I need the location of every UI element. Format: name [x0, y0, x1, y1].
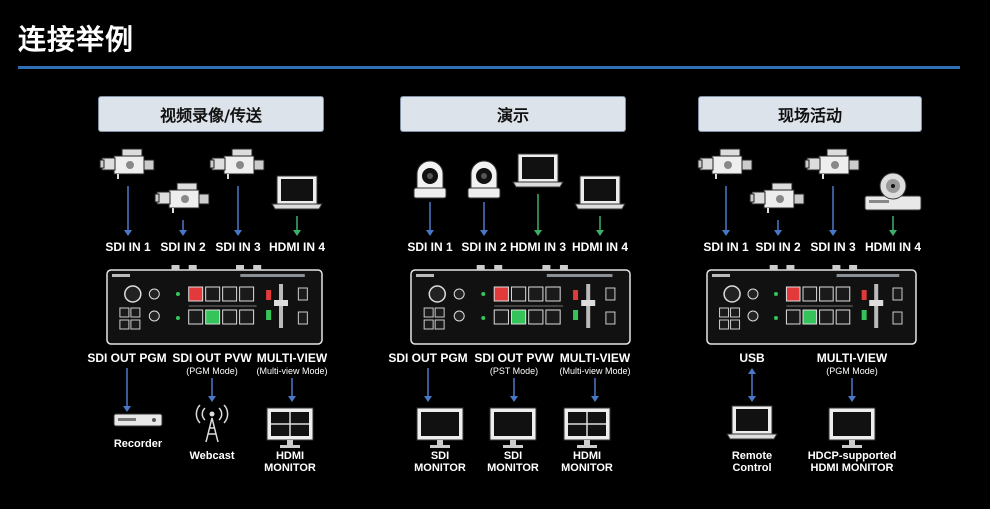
output-mode: (Multi-view Mode) [256, 366, 328, 376]
output-device-label: HDMI [572, 450, 602, 462]
output-label: SDI OUT PVW [172, 351, 252, 365]
input-arrow [293, 216, 301, 236]
laptop-icon [271, 175, 323, 210]
output-label: SDI OUT PVW [474, 351, 554, 365]
output-arrow [288, 378, 296, 402]
ptz-camera-icon [413, 160, 447, 199]
input-label: HDMI IN 4 [268, 240, 326, 254]
output-arrow [848, 378, 856, 402]
output-device-label: MONITOR [414, 462, 466, 474]
output-mode: (PGM Mode) [826, 366, 878, 376]
recorder-icon [113, 413, 163, 427]
laptop-icon [512, 153, 564, 188]
input-arrow [534, 194, 542, 236]
input-arrow [234, 186, 242, 236]
disc-player-icon [864, 172, 922, 211]
output-device-label: MONITOR [487, 462, 539, 474]
input-label: SDI IN 2 [755, 240, 801, 254]
input-arrow [426, 202, 434, 236]
input-arrow [829, 186, 837, 236]
output-arrow [208, 378, 216, 402]
output-label: MULTI-VIEW [256, 351, 328, 365]
section-heading: 演示 [400, 96, 626, 132]
output-mode: (PGM Mode) [186, 366, 238, 376]
output-device-label: MONITOR [561, 462, 613, 474]
input-label: HDMI IN 3 [509, 240, 567, 254]
input-arrow [722, 186, 730, 236]
output-arrow [123, 368, 131, 412]
output-label: SDI OUT PGM [87, 351, 167, 365]
switcher-unit [106, 265, 323, 345]
output-arrow [424, 368, 432, 402]
input-label: HDMI IN 4 [864, 240, 922, 254]
output-arrow [591, 378, 599, 402]
output-device-label: SDI [503, 450, 523, 462]
output-mode: (PST Mode) [489, 366, 539, 376]
output-device-label: HDMI [275, 450, 305, 462]
input-label: HDMI IN 4 [571, 240, 629, 254]
video-camera-icon [154, 182, 210, 213]
input-label: SDI IN 3 [810, 240, 856, 254]
multiview-monitor-icon [266, 407, 314, 448]
section-heading: 现场活动 [698, 96, 922, 132]
input-arrow [889, 216, 897, 236]
output-label: USB [739, 351, 765, 365]
input-label: SDI IN 1 [105, 240, 151, 254]
monitor-icon [489, 407, 537, 448]
broadcast-tower-icon [195, 404, 229, 443]
output-device-label: HDCP-supported [807, 450, 897, 462]
output-device-label: Control [732, 462, 772, 474]
laptop-icon [726, 405, 778, 440]
output-device-label: SDI [430, 450, 450, 462]
switcher-unit [706, 265, 917, 345]
output-device-label: MONITOR [264, 462, 316, 474]
input-label: SDI IN 3 [215, 240, 261, 254]
video-camera-icon [209, 148, 265, 179]
output-label: SDI OUT PGM [388, 351, 468, 365]
laptop-icon [574, 175, 626, 210]
section-heading: 视频录像/传送 [98, 96, 324, 132]
output-device-label: Recorder [113, 438, 163, 450]
input-arrow [179, 220, 187, 236]
input-arrow [774, 220, 782, 236]
output-device-label: Webcast [189, 450, 235, 462]
output-arrow [510, 378, 518, 402]
output-device-label: Remote [731, 450, 773, 462]
monitor-icon [828, 407, 876, 448]
multiview-monitor-icon [563, 407, 611, 448]
video-camera-icon [749, 182, 805, 213]
input-arrow [480, 202, 488, 236]
title-underline [18, 66, 960, 69]
input-arrow [124, 186, 132, 236]
input-label: SDI IN 2 [160, 240, 206, 254]
monitor-icon [416, 407, 464, 448]
page-title: 连接举例 [18, 23, 135, 56]
output-arrow-bidirectional [748, 368, 756, 402]
input-label: SDI IN 2 [461, 240, 507, 254]
ptz-camera-icon [467, 160, 501, 199]
video-camera-icon [99, 148, 155, 179]
switcher-unit [410, 265, 631, 345]
output-label: MULTI-VIEW [816, 351, 888, 365]
output-label: MULTI-VIEW [559, 351, 631, 365]
video-camera-icon [804, 148, 860, 179]
input-label: SDI IN 1 [703, 240, 749, 254]
output-device-label: HDMI MONITOR [810, 462, 894, 474]
input-arrow [596, 216, 604, 236]
input-label: SDI IN 1 [407, 240, 453, 254]
video-camera-icon [697, 148, 753, 179]
output-mode: (Multi-view Mode) [559, 366, 631, 376]
